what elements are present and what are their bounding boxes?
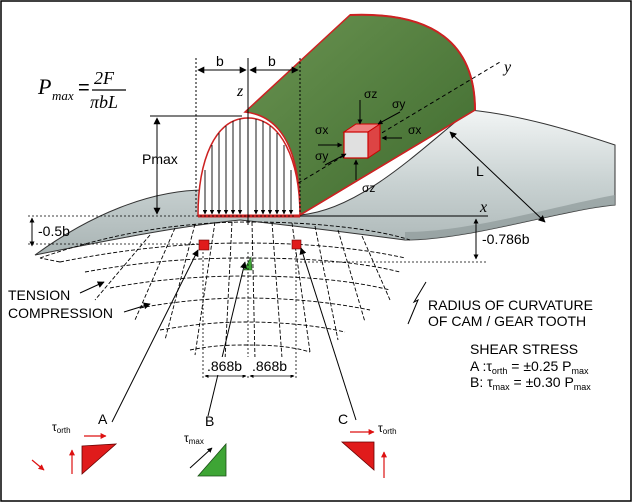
formula-lhs-sub: max <box>52 88 74 103</box>
b-dimension <box>195 58 301 214</box>
pmax-label: Pmax <box>142 151 178 167</box>
cylinder-edge <box>349 13 476 111</box>
point-a-marker <box>198 239 210 251</box>
radius-leader <box>407 281 427 325</box>
radius-label-line1: RADIUS OF CURVATURE <box>428 297 593 313</box>
formula-numerator: 2F <box>94 68 115 88</box>
detail-b <box>189 442 227 477</box>
tau-orth-right-label: τorth <box>378 421 397 436</box>
x-axis-label: x <box>479 199 487 216</box>
leader-a <box>111 249 199 423</box>
stress-element <box>318 100 402 180</box>
compression-label: COMPRESSION <box>8 305 113 321</box>
sigma-z-bottom-label: σz <box>362 181 375 195</box>
sigma-z-top-label: σz <box>364 87 377 101</box>
sigma-y-top-label: σy <box>392 97 405 111</box>
tau-max-label: τmax <box>184 431 204 446</box>
b-left-label: b <box>216 53 224 69</box>
point-a-label: A <box>98 411 108 427</box>
formula-lhs: P <box>37 74 51 99</box>
formula-eq: = <box>78 77 90 99</box>
base-underside <box>405 195 615 240</box>
compression-arrow <box>123 302 151 313</box>
z-axis-label: z <box>236 83 244 100</box>
leader-c <box>299 247 357 421</box>
detail-c <box>340 429 387 478</box>
sigma-x-right-label: σx <box>408 123 421 137</box>
sigma-x-left-label: σx <box>315 123 328 137</box>
y-axis-label: y <box>502 59 512 76</box>
shear-title: SHEAR STRESS <box>470 341 578 357</box>
tension-label: TENSION <box>8 287 70 303</box>
point-c-label: C <box>338 411 348 427</box>
neg-0786b-label: -0.786b <box>482 231 530 247</box>
point-b-label: B <box>205 413 214 429</box>
shear-b-line: B: τmax = ±0.30 Pmax <box>470 374 591 392</box>
length-arrow <box>449 131 546 223</box>
b-right-label: b <box>268 53 276 69</box>
tension-arrow <box>79 281 105 294</box>
point-c-marker <box>291 239 302 250</box>
neg-half-b-label: -0.5b <box>38 223 70 239</box>
detail-a <box>31 433 118 475</box>
pmax-formula: P max = 2F πbL <box>37 68 126 112</box>
half-width-label-bg <box>205 357 293 375</box>
radius-label-line2: OF CAM / GEAR TOOTH <box>428 313 586 329</box>
pressure-arrows <box>202 119 294 215</box>
tau-orth-left-label: τorth <box>52 420 71 435</box>
length-label: L <box>476 163 484 179</box>
half-width-right-label: .868b <box>252 358 287 374</box>
leader-b <box>207 261 247 417</box>
formula-denominator: πbL <box>90 92 118 112</box>
cylinder-contact-edge <box>299 109 476 216</box>
sigma-y-left-label: σy <box>315 149 328 163</box>
shear-a-line: A :τorth = ±0.25 Pmax <box>470 358 589 376</box>
half-width-dimension <box>202 252 297 380</box>
half-width-left-label: .868b <box>207 358 242 374</box>
